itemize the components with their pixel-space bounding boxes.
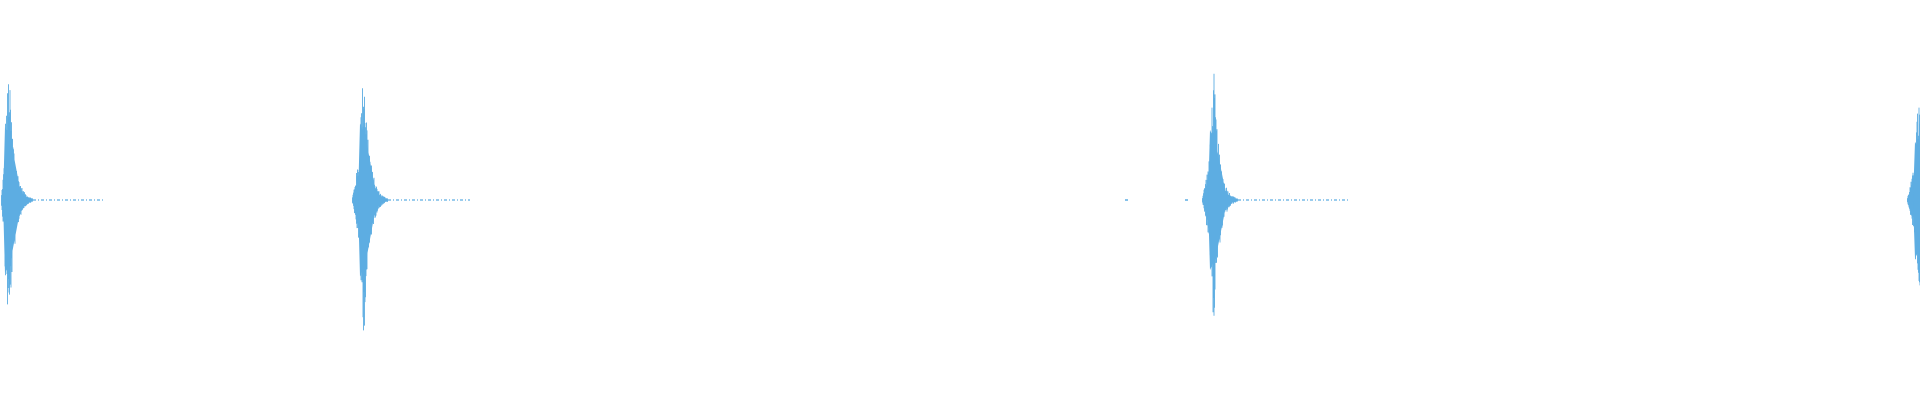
burst-2 [352, 88, 470, 331]
burst-4-core [1913, 141, 1920, 259]
burst-1-core [3, 126, 27, 274]
burst-1 [1, 84, 105, 305]
burst-3-core [1208, 129, 1232, 271]
burst-2-core [358, 123, 382, 277]
burst-3 [1125, 73, 1350, 316]
burst-4 [1907, 107, 1920, 286]
waveform-bursts [1, 73, 1920, 331]
